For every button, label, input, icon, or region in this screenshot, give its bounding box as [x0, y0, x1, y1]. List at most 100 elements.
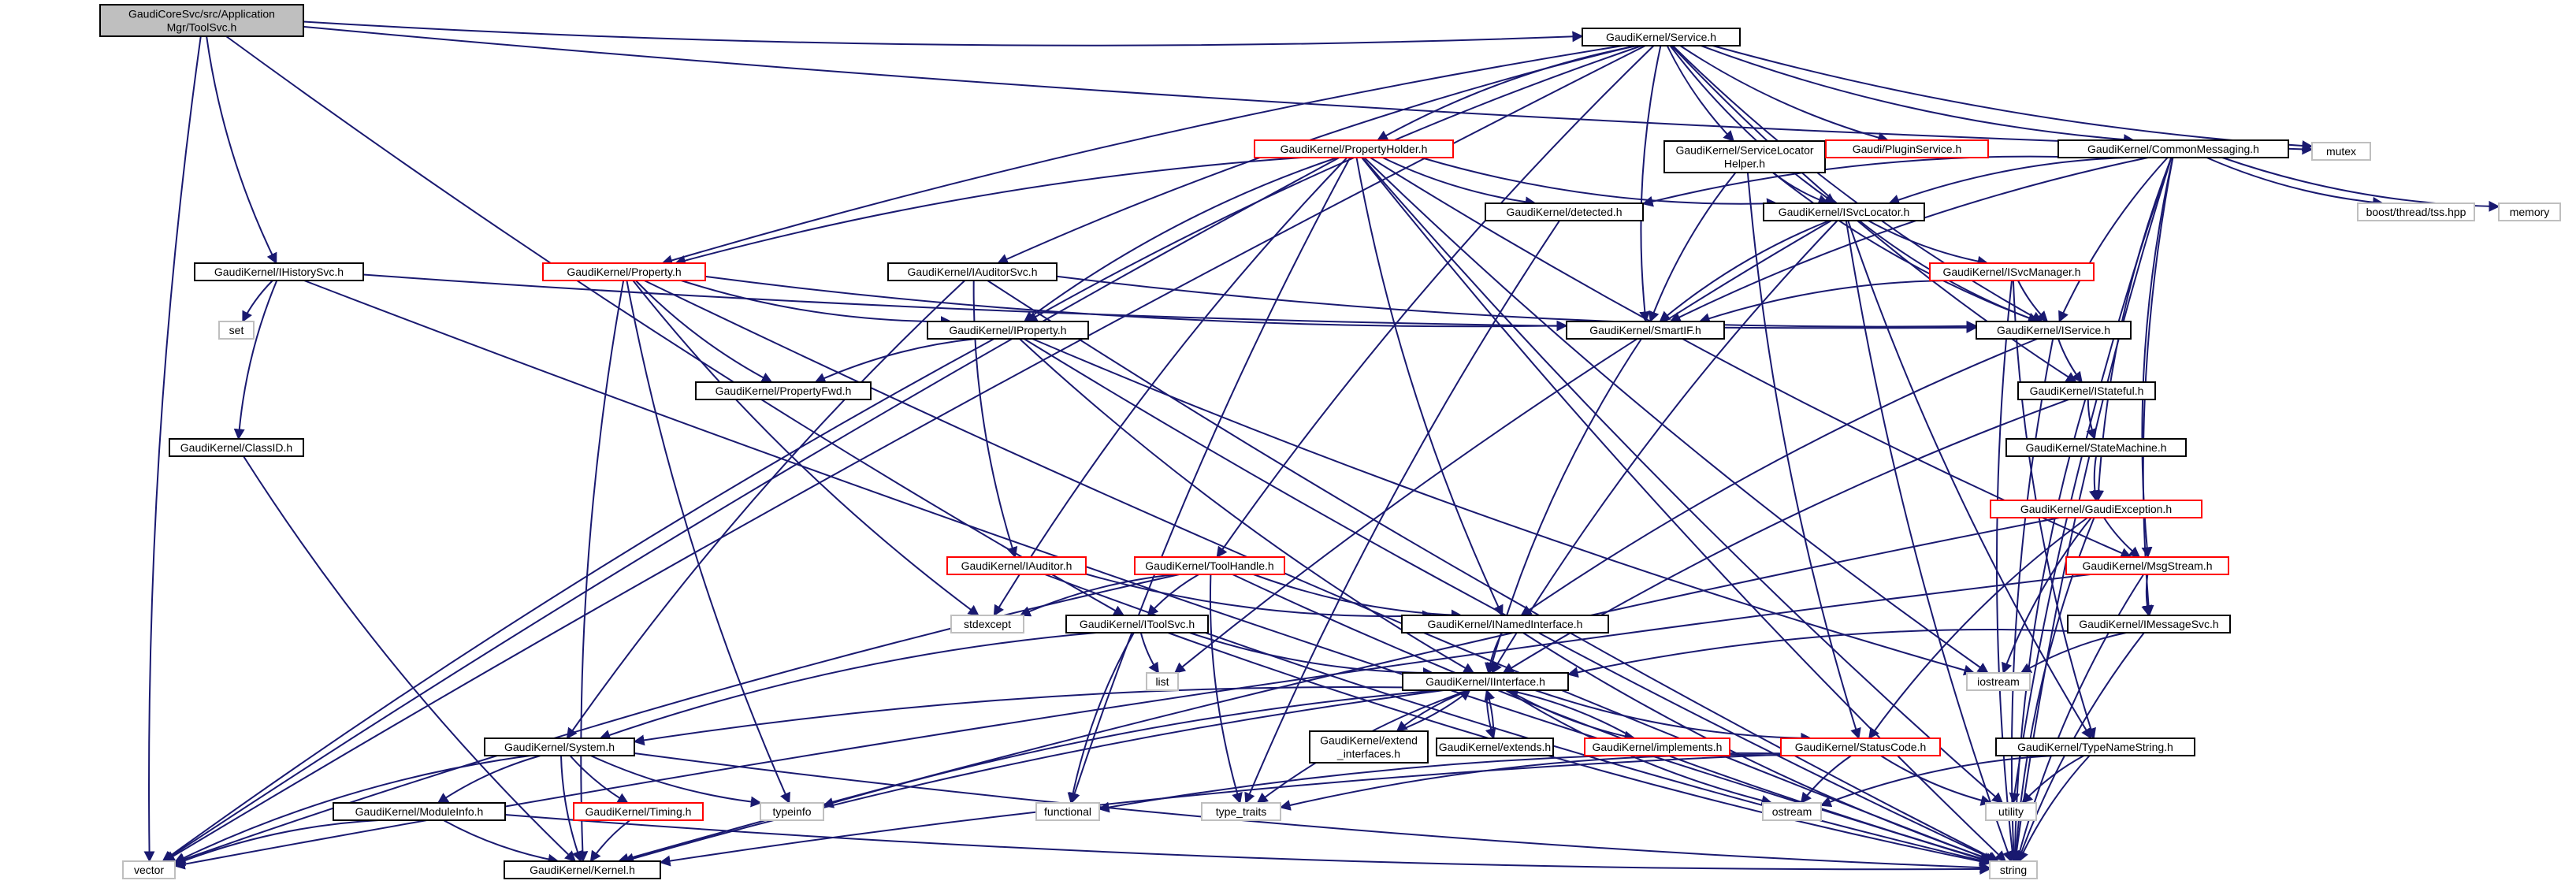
edge-extendif-to-iinterface [1396, 689, 1471, 732]
node-label-propholder: GaudiKernel/PropertyHolder.h [1281, 143, 1428, 155]
node-classid[interactable]: GaudiKernel/ClassID.h [169, 438, 304, 457]
node-statuscode[interactable]: GaudiKernel/StatusCode.h [1780, 738, 1941, 756]
node-box-typenamestr [1995, 738, 2195, 756]
node-box-iauditor [946, 556, 1087, 575]
node-label-iproperty: GaudiKernel/IProperty.h [949, 324, 1066, 336]
node-label-propfwd: GaudiKernel/PropertyFwd.h [716, 385, 852, 397]
node-pluginsvc[interactable]: Gaudi/PluginService.h [1825, 139, 1989, 158]
node-detected[interactable]: GaudiKernel/detected.h [1485, 202, 1644, 221]
node-iauditor[interactable]: GaudiKernel/IAuditor.h [946, 556, 1087, 575]
node-box-extendif [1309, 730, 1429, 764]
node-label-pluginsvc: Gaudi/PluginService.h [1853, 143, 1962, 155]
edge-istateful-to-string [2009, 399, 2087, 863]
node-box-set [218, 321, 255, 340]
node-box-commonmsg [2057, 139, 2289, 158]
edge-commonmsg-to-utility [2009, 157, 2173, 804]
node-label-smartif: GaudiKernel/SmartIF.h [1589, 324, 1701, 336]
edge-isvcloc-to-iinterface [1491, 220, 1838, 674]
edge-imessagesvc-to-iostream [2020, 632, 2127, 674]
edge-typenamestr-to-utility [2021, 755, 2085, 804]
edge-istateful-to-statemachine [2086, 399, 2097, 440]
node-label-isvcmgr: GaudiKernel/ISvcManager.h [1942, 266, 2080, 278]
node-implements[interactable]: GaudiKernel/implements.h [1584, 738, 1730, 756]
node-label-typeinfo: typeinfo [772, 805, 811, 818]
node-toolhandle[interactable]: GaudiKernel/ToolHandle.h [1134, 556, 1285, 575]
node-label-imessagesvc: GaudiKernel/IMessageSvc.h [2079, 618, 2218, 630]
node-extends[interactable]: GaudiKernel/extends.h [1436, 738, 1554, 756]
node-box-mutex [2311, 142, 2371, 161]
node-label-statuscode: GaudiKernel/StatusCode.h [1795, 741, 1927, 753]
node-label-statemachine: GaudiKernel/StateMachine.h [2026, 441, 2167, 454]
node-service[interactable]: GaudiKernel/Service.h [1582, 28, 1741, 46]
node-istateful[interactable]: GaudiKernel/IStateful.h [2017, 381, 2156, 400]
node-timing[interactable]: GaudiKernel/Timing.h [573, 802, 704, 821]
node-system[interactable]: GaudiKernel/System.h [484, 738, 635, 756]
node-iauditorsvc[interactable]: GaudiKernel/IAuditorSvc.h [887, 262, 1058, 281]
node-utility: utility [1985, 802, 2037, 821]
node-propholder[interactable]: GaudiKernel/PropertyHolder.h [1254, 139, 1454, 158]
edge-moduleinfo-to-vector [173, 819, 380, 866]
node-iinterface[interactable]: GaudiKernel/IInterface.h [1402, 672, 1569, 691]
node-itoolsvc[interactable]: GaudiKernel/IToolSvc.h [1065, 615, 1209, 633]
node-label-itoolsvc: GaudiKernel/IToolSvc.h [1080, 618, 1195, 630]
edge-timing-to-kernel [589, 819, 631, 863]
node-box-service [1582, 28, 1741, 46]
edge-gaudiexc-to-iostream [2002, 517, 2092, 674]
node-moduleinfo[interactable]: GaudiKernel/ModuleInfo.h [333, 802, 506, 821]
node-iservice[interactable]: GaudiKernel/IService.h [1976, 321, 2132, 340]
edge-toolhandle-to-string [1232, 574, 1992, 864]
node-label-property: GaudiKernel/Property.h [567, 266, 681, 278]
node-msgstream[interactable]: GaudiKernel/MsgStream.h [2065, 556, 2229, 575]
edge-msgstream-to-imessagesvc [2141, 574, 2153, 617]
node-label-toolhandle: GaudiKernel/ToolHandle.h [1145, 559, 1273, 572]
node-extendif[interactable]: GaudiKernel/extend_interfaces.h [1309, 730, 1429, 764]
node-propfwd[interactable]: GaudiKernel/PropertyFwd.h [695, 381, 872, 400]
node-box-smartif [1566, 321, 1725, 340]
node-label-servloc: GaudiKernel/ServiceLocator [1675, 144, 1813, 157]
node-box-threadtss [2357, 202, 2475, 221]
edge-itoolsvc-to-functional [1067, 632, 1135, 804]
edge-root-to-ihistory [206, 35, 277, 265]
node-property[interactable]: GaudiKernel/Property.h [542, 262, 706, 281]
edge-commonmsg-to-iservice [2058, 157, 2169, 323]
node-isvcloc[interactable]: GaudiKernel/ISvcLocator.h [1763, 202, 1925, 221]
node-isvcmgr[interactable]: GaudiKernel/ISvcManager.h [1929, 262, 2095, 281]
node-label-functional: functional [1044, 805, 1091, 818]
node-root[interactable]: GaudiCoreSvc/src/ApplicationMgr/ToolSvc.… [99, 4, 304, 37]
edge-moduleinfo-to-kernel [443, 819, 559, 865]
node-label-servloc: Helper.h [1724, 158, 1765, 170]
node-label-classid: GaudiKernel/ClassID.h [180, 441, 292, 454]
node-label-root: GaudiCoreSvc/src/Application [128, 8, 275, 20]
node-box-isvcloc [1763, 202, 1925, 221]
node-label-implements: GaudiKernel/implements.h [1593, 741, 1723, 753]
node-box-property [542, 262, 706, 281]
edge-iauditorsvc-to-string [987, 280, 2000, 862]
node-box-classid [169, 438, 304, 457]
node-ihistory[interactable]: GaudiKernel/IHistorySvc.h [194, 262, 364, 281]
node-kernel[interactable]: GaudiKernel/Kernel.h [504, 860, 661, 879]
node-label-iservice: GaudiKernel/IService.h [1997, 324, 2110, 336]
edge-isvcmgr-to-iservice [2017, 280, 2049, 322]
edge-statuscode-to-utility [1880, 755, 1992, 806]
node-label-iauditorsvc: GaudiKernel/IAuditorSvc.h [908, 266, 1038, 278]
edge-service-to-commonmsg [1701, 45, 2135, 146]
node-inamed[interactable]: GaudiKernel/INamedInterface.h [1401, 615, 1609, 633]
node-label-threadtss: boost/thread/tss.hpp [2366, 206, 2466, 218]
node-iproperty[interactable]: GaudiKernel/IProperty.h [927, 321, 1089, 340]
node-commonmsg[interactable]: GaudiKernel/CommonMessaging.h [2057, 139, 2289, 158]
node-typenamestr[interactable]: GaudiKernel/TypeNameString.h [1995, 738, 2195, 756]
node-smartif[interactable]: GaudiKernel/SmartIF.h [1566, 321, 1725, 340]
node-box-iservice [1976, 321, 2132, 340]
node-box-list [1146, 672, 1179, 691]
node-box-kernel [504, 860, 661, 879]
nodes-layer: GaudiCoreSvc/src/ApplicationMgr/ToolSvc.… [99, 4, 2561, 879]
node-gaudiexc[interactable]: GaudiKernel/GaudiException.h [1990, 500, 2202, 518]
node-imessagesvc[interactable]: GaudiKernel/IMessageSvc.h [2067, 615, 2231, 633]
node-statemachine[interactable]: GaudiKernel/StateMachine.h [2005, 438, 2187, 457]
edge-propholder-to-iproperty [1023, 157, 1338, 322]
edge-inamed-to-iinterface [1485, 632, 1504, 674]
node-box-memory [2498, 202, 2561, 221]
node-label-extends: GaudiKernel/extends.h [1439, 741, 1551, 753]
node-box-ostream [1762, 802, 1822, 821]
